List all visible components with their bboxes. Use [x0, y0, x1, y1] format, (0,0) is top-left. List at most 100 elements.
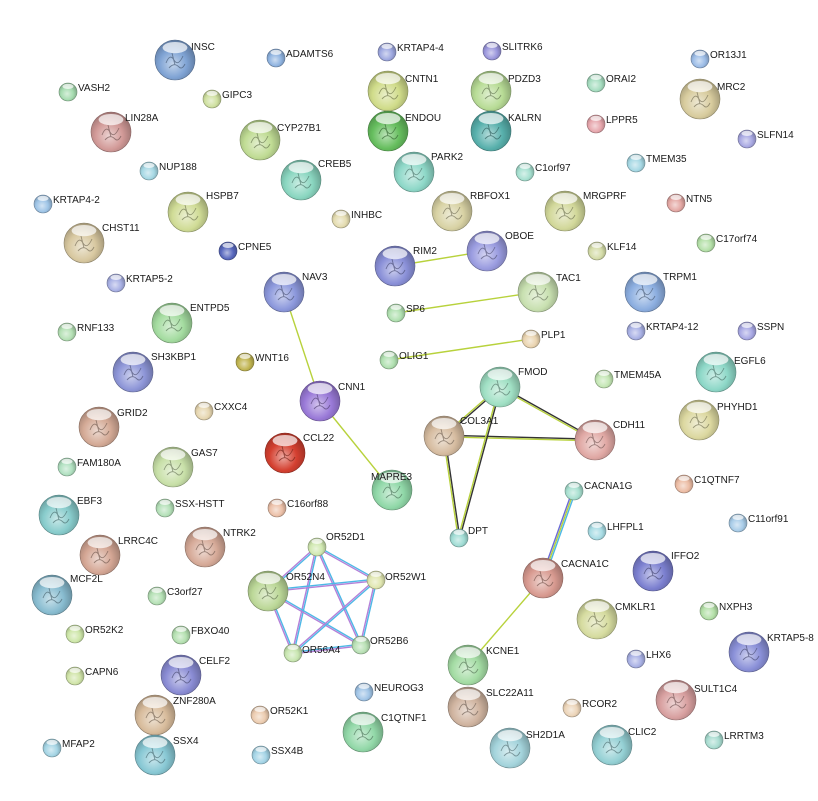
node-neurog3[interactable]: NEUROG3 [354, 682, 424, 702]
node-krtap5-8[interactable]: KRTAP5-8 [728, 631, 814, 673]
node-or52w1[interactable]: OR52W1 [366, 570, 427, 590]
node-lrrc4c[interactable]: LRRC4C [79, 534, 158, 576]
node-trpm1[interactable]: TRPM1 [624, 271, 697, 313]
node-cnn1[interactable]: CNN1 [299, 380, 366, 422]
node-nup188[interactable]: NUP188 [139, 161, 197, 181]
node-entpd5[interactable]: ENTPD5 [151, 302, 230, 344]
node-oboe[interactable]: OBOE [466, 230, 534, 272]
node-or52k1[interactable]: OR52K1 [250, 705, 309, 725]
node-slitrk6[interactable]: SLITRK6 [482, 41, 543, 61]
node-c17orf74[interactable]: C17orf74 [696, 233, 758, 253]
node-mcf2l[interactable]: MCF2L [31, 574, 103, 616]
node-c1qtnf7[interactable]: C1QTNF7 [674, 474, 740, 494]
node-slc22a11[interactable]: SLC22A11 [447, 686, 534, 728]
node-lrrtm3[interactable]: LRRTM3 [704, 730, 764, 750]
node-rcor2[interactable]: RCOR2 [562, 698, 617, 718]
node-tmem35[interactable]: TMEM35 [626, 153, 687, 173]
node-chst11[interactable]: CHST11 [63, 222, 140, 264]
node-col3a1[interactable]: COL3A1 [423, 415, 499, 457]
node-celf2[interactable]: CELF2 [160, 654, 231, 696]
node-cyp27b1[interactable]: CYP27B1 [239, 119, 321, 161]
node-nxph3[interactable]: NXPH3 [699, 601, 753, 621]
node-adamts6[interactable]: ADAMTS6 [266, 48, 334, 68]
node-egfl6[interactable]: EGFL6 [695, 351, 766, 393]
node-krtap4-12[interactable]: KRTAP4-12 [626, 321, 699, 341]
node-lhx6[interactable]: LHX6 [626, 649, 671, 669]
node-tmem45a[interactable]: TMEM45A [594, 369, 662, 389]
node-mrgprf[interactable]: MRGPRF [544, 190, 626, 232]
node-cpne5[interactable]: CPNE5 [218, 241, 272, 261]
node-ebf3[interactable]: EBF3 [38, 494, 102, 536]
node-phyhd1[interactable]: PHYHD1 [678, 399, 758, 441]
node-rbfox1[interactable]: RBFOX1 [431, 190, 510, 232]
node-grid2[interactable]: GRID2 [78, 406, 148, 448]
node-ccl22[interactable]: CCL22 [264, 432, 335, 474]
node-nav3[interactable]: NAV3 [263, 271, 328, 313]
node-kalrn[interactable]: KALRN [470, 110, 541, 152]
node-gipc3[interactable]: GIPC3 [202, 89, 252, 109]
node-creb5[interactable]: CREB5 [280, 159, 352, 201]
node-mfap2[interactable]: MFAP2 [42, 738, 95, 758]
node-park2[interactable]: PARK2 [393, 151, 463, 193]
node-or52d1[interactable]: OR52D1 [307, 532, 365, 557]
node-cdh11[interactable]: CDH11 [574, 419, 645, 461]
node-sp6[interactable]: SP6 [386, 303, 425, 323]
node-sh2d1a[interactable]: SH2D1A [489, 727, 565, 769]
node-c11orf91[interactable]: C11orf91 [728, 513, 789, 533]
node-cacna1g[interactable]: CACNA1G [564, 481, 633, 501]
node-fam180a[interactable]: FAM180A [57, 457, 121, 477]
node-inhbc[interactable]: INHBC [331, 209, 382, 229]
node-fmod[interactable]: FMOD [479, 366, 547, 408]
node-tac1[interactable]: TAC1 [517, 271, 581, 313]
node-capn6[interactable]: CAPN6 [65, 666, 119, 686]
node-sult1c4[interactable]: SULT1C4 [655, 679, 738, 721]
node-rim2[interactable]: RIM2 [374, 245, 437, 287]
node-slfn14[interactable]: SLFN14 [737, 129, 794, 149]
node-cmklr1[interactable]: CMKLR1 [576, 598, 656, 640]
node-ssx4[interactable]: SSX4 [134, 734, 199, 776]
node-hspb7[interactable]: HSPB7 [167, 191, 239, 233]
node-c1orf97[interactable]: C1orf97 [515, 162, 571, 182]
node-c16orf88[interactable]: C16orf88 [267, 498, 329, 518]
node-ntn5[interactable]: NTN5 [666, 193, 713, 213]
node-mrc2[interactable]: MRC2 [679, 78, 746, 120]
node-ssx4b[interactable]: SSX4B [251, 745, 304, 765]
node-gas7[interactable]: GAS7 [152, 446, 218, 488]
node-olig1[interactable]: OLIG1 [379, 350, 429, 370]
node-znf280a[interactable]: ZNF280A [134, 694, 216, 736]
node-pdzd3[interactable]: PDZD3 [470, 70, 541, 112]
node-rnf133[interactable]: RNF133 [57, 322, 115, 342]
node-dpt[interactable]: DPT [449, 526, 488, 548]
node-krtap5-2[interactable]: KRTAP5-2 [106, 273, 173, 293]
node-orai2[interactable]: ORAI2 [586, 73, 636, 93]
node-or52k2[interactable]: OR52K2 [65, 624, 124, 644]
node-kcne1[interactable]: KCNE1 [447, 644, 520, 686]
node-c1qtnf1[interactable]: C1QTNF1 [342, 711, 427, 753]
node-krtap4-4[interactable]: KRTAP4-4 [377, 42, 444, 62]
node-vash2[interactable]: VASH2 [58, 82, 110, 102]
node-lppr5[interactable]: LPPR5 [586, 114, 638, 134]
node-or52b6[interactable]: OR52B6 [351, 635, 409, 655]
node-lhfpl1[interactable]: LHFPL1 [587, 521, 644, 541]
node-plp1[interactable]: PLP1 [521, 329, 566, 349]
node-klf14[interactable]: KLF14 [587, 241, 637, 261]
node-ssx-hstt[interactable]: SSX-HSTT [155, 498, 224, 518]
node-krtap4-2[interactable]: KRTAP4-2 [33, 194, 100, 214]
node-or56a4[interactable]: OR56A4 [283, 643, 341, 663]
node-cxxc4[interactable]: CXXC4 [194, 401, 248, 421]
node-cntn1[interactable]: CNTN1 [367, 70, 439, 112]
node-or52n4[interactable]: OR52N4 [247, 570, 325, 612]
node-insc[interactable]: INSC [154, 39, 215, 81]
node-fbxo40[interactable]: FBXO40 [171, 625, 230, 645]
node-cacna1c[interactable]: CACNA1C [522, 557, 609, 599]
node-clic2[interactable]: CLIC2 [591, 724, 657, 766]
node-sspn[interactable]: SSPN [737, 321, 784, 341]
node-wnt16[interactable]: WNT16 [235, 352, 289, 372]
node-mapre3[interactable]: MAPRE3 [371, 469, 413, 511]
node-or13j1[interactable]: OR13J1 [690, 49, 747, 69]
node-c3orf27[interactable]: C3orf27 [147, 586, 203, 606]
node-endou[interactable]: ENDOU [367, 110, 441, 152]
node-sh3kbp1[interactable]: SH3KBP1 [112, 351, 196, 393]
node-lin28a[interactable]: LIN28A [90, 111, 159, 153]
node-ntrk2[interactable]: NTRK2 [184, 526, 256, 568]
